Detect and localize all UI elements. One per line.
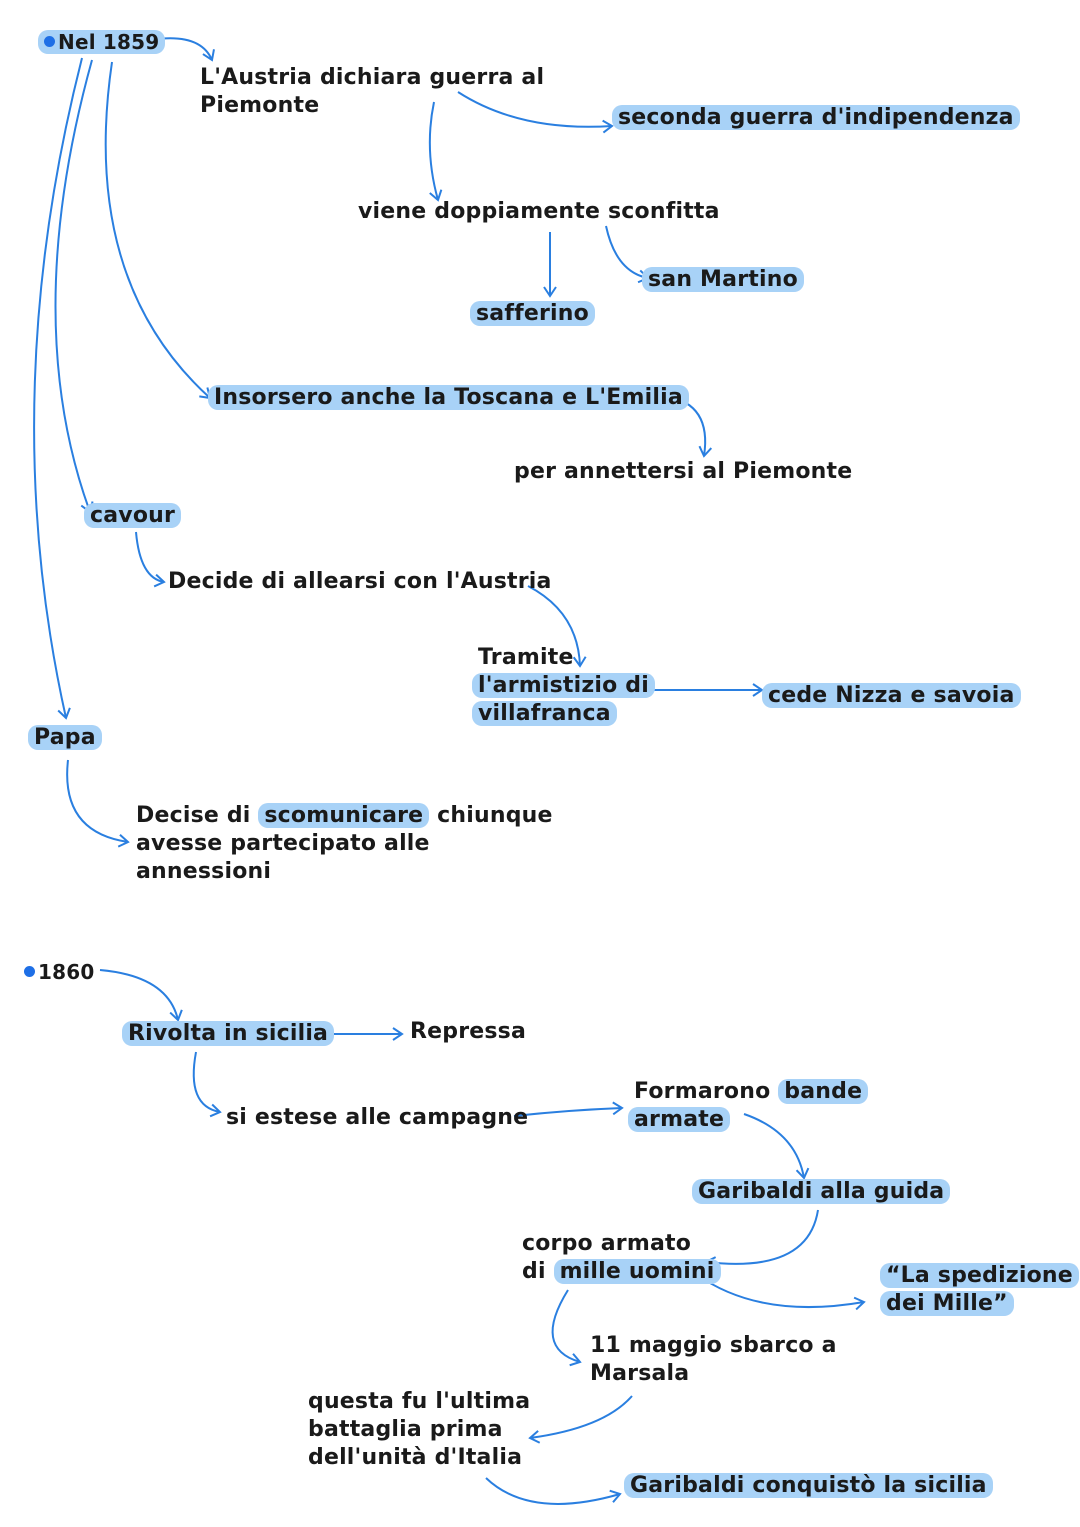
node-allearsi: Decide di allearsi con l'Austria bbox=[168, 568, 552, 596]
node-corpo-armato: corpo armato di mille uomini bbox=[522, 1230, 721, 1286]
node-formarono: Formarono bande armate bbox=[628, 1078, 869, 1134]
node-sbarco: 11 maggio sbarco a Marsala bbox=[590, 1332, 837, 1388]
year-1860-label: 1860 bbox=[38, 960, 95, 984]
node-rivolta-label: Rivolta in sicilia bbox=[122, 1021, 335, 1046]
node-sconfitta: viene doppiamente sconfitta bbox=[358, 198, 720, 226]
arrow-papa-to-decise bbox=[66, 759, 130, 848]
arrow-1859-to-insorsero bbox=[104, 61, 212, 400]
node-solferino: safferino bbox=[470, 300, 595, 328]
node-armistizio-line1: l'armistizio di bbox=[472, 673, 655, 698]
node-solferino-label: safferino bbox=[470, 301, 595, 326]
node-papa: Papa bbox=[28, 724, 102, 752]
node-insorsero-label: Insorsero anche la Toscana e L'Emilia bbox=[208, 385, 689, 410]
year-1859: Nel 1859 bbox=[38, 28, 166, 56]
node-cavour-label: cavour bbox=[84, 503, 182, 528]
node-spedizione: “La spedizione dei Mille” bbox=[880, 1262, 1079, 1318]
arrow-1859-to-cavour bbox=[54, 59, 94, 514]
node-garibaldi-guida-label: Garibaldi alla guida bbox=[692, 1179, 951, 1204]
bullet-dot-icon bbox=[24, 966, 35, 977]
node-austria-line1: L'Austria dichiara guerra al bbox=[200, 65, 545, 90]
node-austria-declares: L'Austria dichiara guerra al Piemonte bbox=[200, 64, 544, 120]
node-decise-line2: avesse partecipato alle bbox=[136, 831, 430, 856]
node-decise-prefix: Decise di bbox=[136, 803, 259, 828]
node-decise-suffix: chiunque bbox=[429, 803, 553, 828]
node-repressa-label: Repressa bbox=[410, 1019, 527, 1044]
node-decise-line3: annessioni bbox=[136, 859, 272, 884]
node-repressa: Repressa bbox=[410, 1018, 526, 1046]
node-cede-label: cede Nizza e savoia bbox=[762, 683, 1021, 708]
node-spedizione-line1: “La spedizione bbox=[880, 1263, 1079, 1288]
node-corpo-line1: corpo armato bbox=[522, 1231, 692, 1256]
node-allearsi-label: Decide di allearsi con l'Austria bbox=[168, 569, 552, 594]
node-bande-label: bande bbox=[778, 1079, 869, 1104]
arrow-corpo-to-sbarco bbox=[551, 1289, 582, 1367]
arrow-sbarco-to-ultima bbox=[528, 1395, 633, 1444]
node-decise: Decise di scomunicare chiunque avesse pa… bbox=[136, 802, 553, 886]
arrow-rivolta-to-estese bbox=[192, 1051, 222, 1118]
node-armistizio-line2: villafranca bbox=[472, 701, 617, 726]
node-garibaldi-conquisto: Garibaldi conquistò la sicilia bbox=[624, 1472, 993, 1500]
node-san-martino-label: san Martino bbox=[642, 267, 804, 292]
node-sconfitta-label: viene doppiamente sconfitta bbox=[358, 199, 720, 224]
arrow-corpo-to-spedizione bbox=[695, 1273, 866, 1311]
node-cavour: cavour bbox=[84, 502, 182, 530]
node-mille-uomini-label: mille uomini bbox=[553, 1259, 721, 1284]
bullet-dot-icon bbox=[44, 36, 55, 47]
node-ultima-line2: battaglia prima bbox=[308, 1417, 503, 1442]
node-scomunicare-label: scomunicare bbox=[258, 803, 430, 828]
node-armate-label: armate bbox=[628, 1107, 731, 1132]
node-rivolta: Rivolta in sicilia bbox=[122, 1020, 335, 1048]
node-armistizio: Tramite l'armistizio di villafranca bbox=[472, 644, 655, 728]
node-seconda-guerra-label: seconda guerra d'indipendenza bbox=[612, 105, 1020, 130]
arrow-estese-to-formarono bbox=[513, 1101, 624, 1117]
node-seconda-guerra: seconda guerra d'indipendenza bbox=[612, 104, 1020, 132]
arrow-cavour-to-allearsi bbox=[135, 531, 166, 588]
year-1860: 1860 bbox=[24, 958, 94, 986]
node-annettersi-label: per annettersi al Piemonte bbox=[514, 459, 853, 484]
arrow-1860-to-rivolta bbox=[99, 969, 183, 1022]
node-tramite-label: Tramite bbox=[478, 645, 574, 670]
node-conquisto-label: Garibaldi conquistò la sicilia bbox=[624, 1473, 993, 1498]
node-estese: si estese alle campagne bbox=[226, 1104, 528, 1132]
arrow-1859-to-papa bbox=[33, 57, 83, 720]
node-estese-label: si estese alle campagne bbox=[226, 1105, 529, 1130]
node-austria-line2: Piemonte bbox=[200, 93, 320, 118]
node-ultima-line1: questa fu l'ultima bbox=[308, 1389, 531, 1414]
node-formarono-prefix: Formarono bbox=[634, 1079, 779, 1104]
node-sbarco-line2: Marsala bbox=[590, 1361, 690, 1386]
node-ultima-line3: dell'unità d'Italia bbox=[308, 1445, 523, 1470]
node-insorsero: Insorsero anche la Toscana e L'Emilia bbox=[208, 384, 689, 412]
node-cede: cede Nizza e savoia bbox=[762, 682, 1021, 710]
year-1859-label: Nel 1859 bbox=[58, 30, 160, 54]
node-corpo-prefix: di bbox=[522, 1259, 554, 1284]
node-san-martino: san Martino bbox=[642, 266, 804, 294]
node-spedizione-line2: dei Mille” bbox=[880, 1291, 1014, 1316]
node-annettersi: per annettersi al Piemonte bbox=[514, 458, 852, 486]
arrow-garibaldi-to-corpo bbox=[704, 1209, 819, 1270]
node-papa-label: Papa bbox=[28, 725, 102, 750]
node-ultima-battaglia: questa fu l'ultima battaglia prima dell'… bbox=[308, 1388, 530, 1472]
node-sbarco-line1: 11 maggio sbarco a bbox=[590, 1333, 837, 1358]
node-garibaldi-guida: Garibaldi alla guida bbox=[692, 1178, 951, 1206]
arrow-ultima-to-conquisto bbox=[485, 1477, 622, 1505]
